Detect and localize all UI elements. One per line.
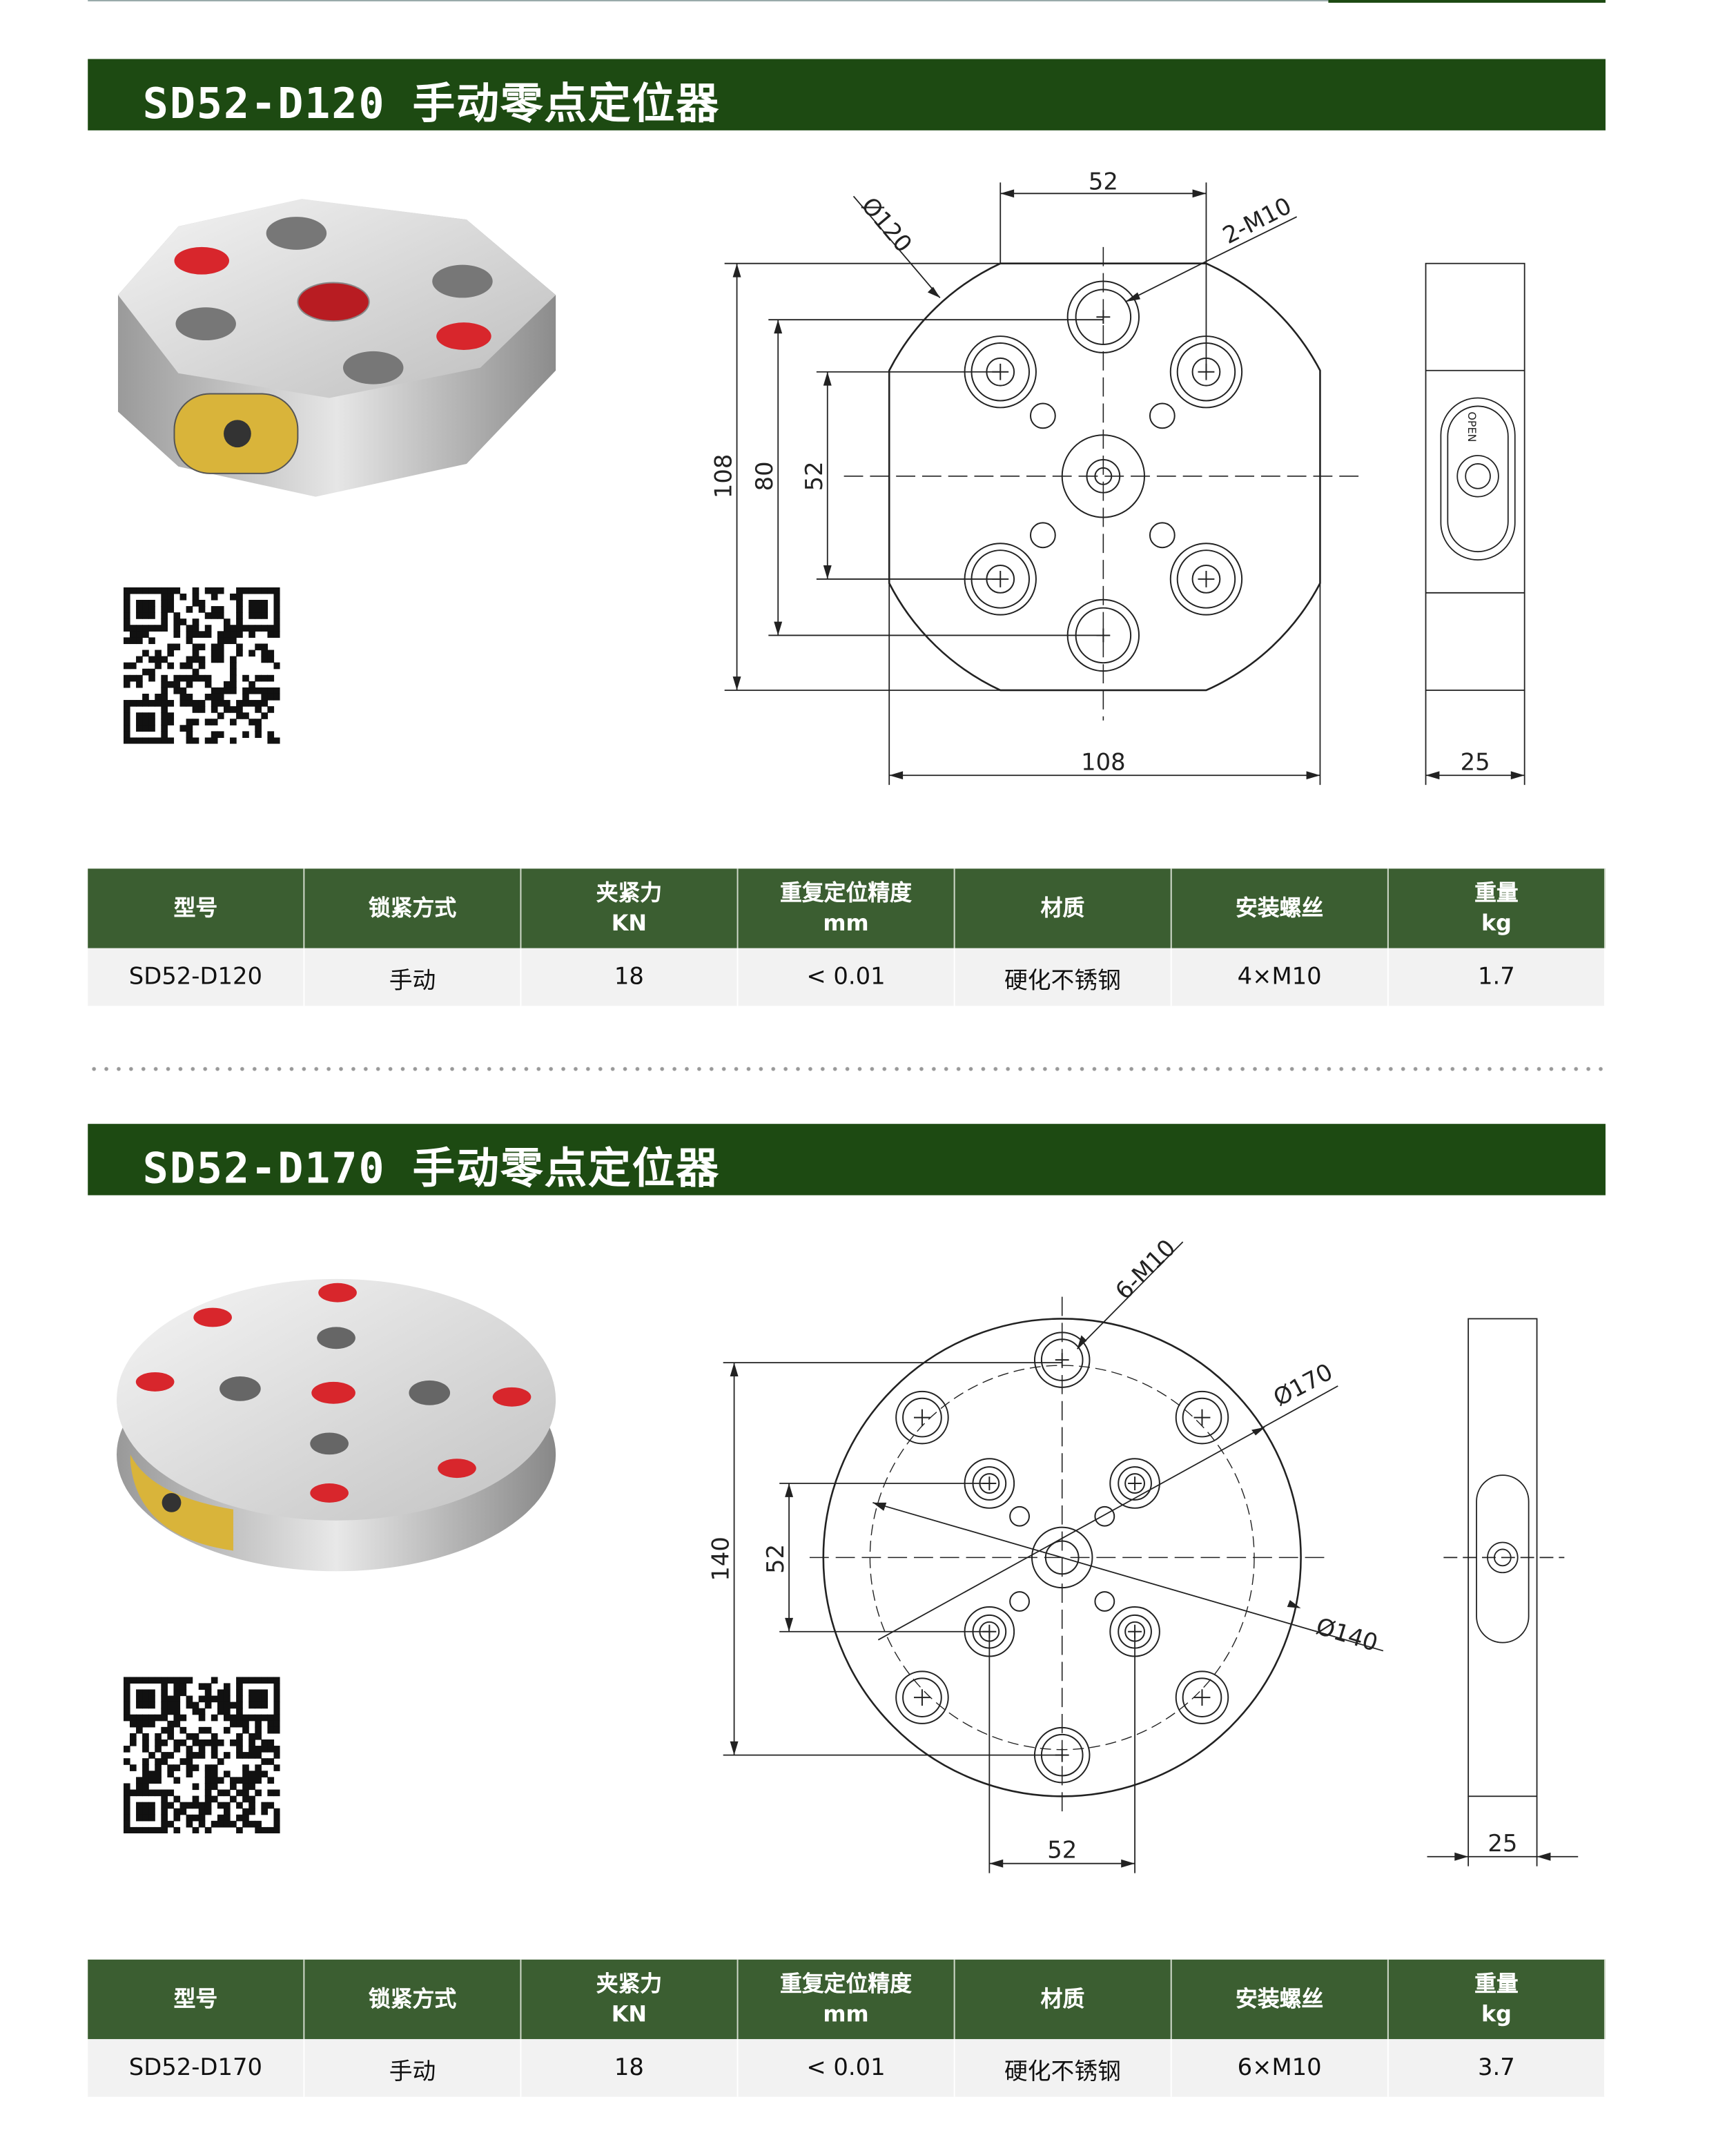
- header-cell: 型号: [88, 868, 305, 948]
- pin-hole: [1094, 1591, 1115, 1612]
- screw-hole: [1109, 1458, 1160, 1509]
- header-cell: 型号: [88, 1959, 305, 2040]
- header-cell: 材质: [954, 868, 1172, 948]
- dim-25: 25: [1461, 748, 1490, 775]
- pin-hole: [1029, 522, 1056, 549]
- dim-108-h: 108: [1081, 748, 1125, 775]
- header-cell: 材质: [954, 1959, 1172, 2040]
- mounting-hole-ring: [1176, 549, 1236, 609]
- top-rule: [88, 0, 1329, 1]
- dim-dia140: Ø140: [1313, 1612, 1381, 1657]
- cell-weight: 3.7: [1387, 2039, 1606, 2097]
- mounting-hole: [1175, 1670, 1229, 1724]
- technical-drawing-d170: 6-M10 Ø170 Ø140 140 52 52 25: [708, 1234, 1579, 1873]
- header-cell: 安装螺丝: [1171, 1959, 1389, 2040]
- header-cell: 安装螺丝: [1171, 868, 1389, 948]
- mounting-hole-inner: [902, 1677, 942, 1717]
- qr-code-d120: [123, 587, 280, 744]
- cell-force: 18: [520, 2039, 739, 2097]
- cell-screws: 6×M10: [1171, 2039, 1389, 2097]
- pin-hole: [1149, 402, 1176, 429]
- dim-52-v: 52: [801, 461, 828, 491]
- locating-hole: [1033, 1332, 1091, 1388]
- locating-hole-inner: [1075, 289, 1132, 345]
- dim-25: 25: [1488, 1830, 1517, 1857]
- pin-hole: [1094, 1505, 1115, 1527]
- product-photo-d120: [117, 199, 556, 497]
- pin-hole: [1029, 402, 1056, 429]
- mounting-hole-inner: [1191, 565, 1221, 594]
- technical-drawing-d120: 52 2-M10 Ø120 108 80 52 108 25 OPEN: [710, 168, 1525, 786]
- section-header-d120: SD52-D120 手动零点定位器: [88, 59, 1606, 130]
- open-label: OPEN: [1465, 411, 1479, 442]
- mounting-hole: [1169, 543, 1243, 616]
- screw-hole-ring: [1118, 1466, 1152, 1501]
- cell-lock: 手动: [304, 948, 522, 1006]
- cell-weight: 1.7: [1387, 948, 1606, 1006]
- mounting-hole: [895, 1390, 949, 1445]
- dim-52-v: 52: [762, 1544, 789, 1574]
- cell-model: SD52-D170: [88, 2039, 305, 2097]
- pin-hole: [1009, 1505, 1030, 1527]
- dim-80-v: 80: [751, 461, 778, 491]
- mounting-hole-inner: [1182, 1397, 1222, 1438]
- cell-material: 硬化不锈钢: [954, 948, 1172, 1006]
- dim-108-v: 108: [710, 454, 737, 498]
- locating-hole: [1066, 280, 1140, 353]
- section-title: SD52-D120 手动零点定位器: [142, 79, 720, 129]
- dim-dia170: Ø170: [1269, 1358, 1337, 1412]
- cell-screws: 4×M10: [1171, 948, 1389, 1006]
- top-rule-accent: [1328, 0, 1606, 3]
- screw-hole-inner: [1124, 1473, 1145, 1494]
- mounting-hole-inner: [1182, 1677, 1222, 1717]
- pin-hole: [1149, 522, 1176, 549]
- dim-thread: 6-M10: [1110, 1234, 1180, 1305]
- qr-code-d170: [123, 1677, 280, 1833]
- product-photo-d170: [116, 1278, 556, 1572]
- dim-52-h: 52: [1047, 1837, 1077, 1864]
- cell-precision: < 0.01: [737, 2039, 955, 2097]
- pin-hole: [1009, 1591, 1030, 1612]
- dim-dia120: Ø120: [856, 192, 917, 257]
- cell-model: SD52-D120: [88, 948, 305, 1006]
- locating-hole-inner: [1040, 1338, 1084, 1381]
- header-cell: 锁紧方式: [304, 1959, 522, 2040]
- dim-140-v: 140: [708, 1537, 734, 1581]
- mounting-hole-inner: [902, 1397, 942, 1438]
- mounting-hole: [895, 1670, 949, 1724]
- cell-lock: 手动: [304, 2039, 522, 2097]
- dim-52-top: 52: [1089, 168, 1118, 195]
- dim-thread: 2-M10: [1218, 192, 1296, 249]
- section-title: SD52-D170 手动零点定位器: [142, 1144, 720, 1194]
- header-cell: 锁紧方式: [304, 868, 522, 948]
- cell-precision: < 0.01: [737, 948, 955, 1006]
- mounting-hole: [1175, 1390, 1229, 1445]
- cell-force: 18: [520, 948, 739, 1006]
- dotted-divider: [88, 1066, 1606, 1072]
- section-header-d170: SD52-D170 手动零点定位器: [88, 1124, 1606, 1196]
- cell-material: 硬化不锈钢: [954, 2039, 1172, 2097]
